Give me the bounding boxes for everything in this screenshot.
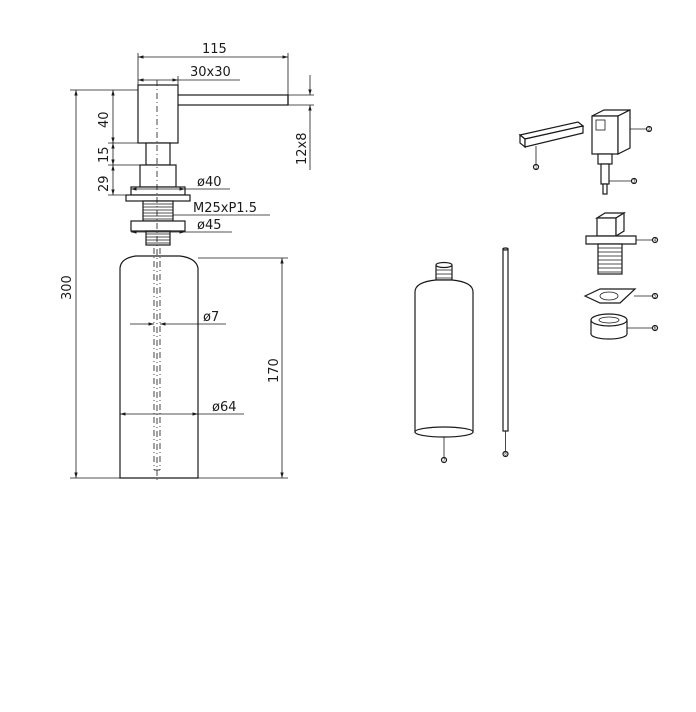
dim-flange-diameter: ø40 <box>197 175 222 190</box>
bottle <box>119 255 199 479</box>
callout-6 <box>651 324 659 332</box>
dim-bottle-height: 170 <box>267 358 282 383</box>
assembled-view <box>119 80 289 482</box>
part-nut: 6 <box>590 313 659 340</box>
callout-2-label: 2 <box>648 127 651 132</box>
callout-5-label: 5 <box>654 294 657 299</box>
dim-head-size: 30x30 <box>190 65 231 80</box>
counter-plate <box>125 194 191 202</box>
dimension-lines <box>70 53 314 479</box>
flange <box>130 186 186 196</box>
part-mount-body: 4 <box>585 211 659 275</box>
dim-thread: M25xP1.5 <box>193 201 257 216</box>
callout-1 <box>532 163 540 171</box>
callout-8 <box>502 450 509 458</box>
pump-head <box>137 84 179 144</box>
callout-2 <box>645 125 653 133</box>
part-bottle: 7 <box>414 261 474 464</box>
nut <box>130 220 186 232</box>
pump-collar <box>145 142 171 166</box>
dim-spout-size: 12x8 <box>295 132 310 165</box>
callout-6-label: 6 <box>654 326 657 331</box>
part-gasket: 5 <box>583 288 659 304</box>
dim-collar-height: 15 <box>97 146 112 163</box>
part-spout: 1 <box>518 121 585 171</box>
dim-nut-diameter: ø45 <box>197 218 222 233</box>
callout-8-label: 8 <box>504 452 507 457</box>
thread <box>142 200 174 222</box>
dim-bottle-diameter: ø64 <box>212 400 237 415</box>
callout-1-label: 1 <box>535 165 538 170</box>
part-pump-head: 2 3 <box>591 109 653 195</box>
dim-head-height: 40 <box>97 111 112 128</box>
spout <box>176 94 289 106</box>
pump-body <box>139 164 177 188</box>
dim-tube-diameter: ø7 <box>203 310 219 325</box>
callout-7 <box>440 456 448 464</box>
dim-overall-width: 115 <box>202 42 227 57</box>
part-tube: 8 <box>502 247 509 458</box>
callout-7-label: 7 <box>443 458 446 463</box>
callout-4 <box>651 236 659 244</box>
callout-3-label: 3 <box>633 179 636 184</box>
callout-3 <box>630 177 638 185</box>
callout-4-label: 4 <box>654 238 657 243</box>
dimension-labels: 115 30x30 12x8 40 15 29 ø40 M25xP1.5 ø45… <box>60 42 310 415</box>
exploded-view: 1 2 3 4 <box>414 109 659 464</box>
dim-total-height: 300 <box>60 275 75 300</box>
callout-5 <box>651 292 659 300</box>
dim-body-height: 29 <box>97 175 112 192</box>
